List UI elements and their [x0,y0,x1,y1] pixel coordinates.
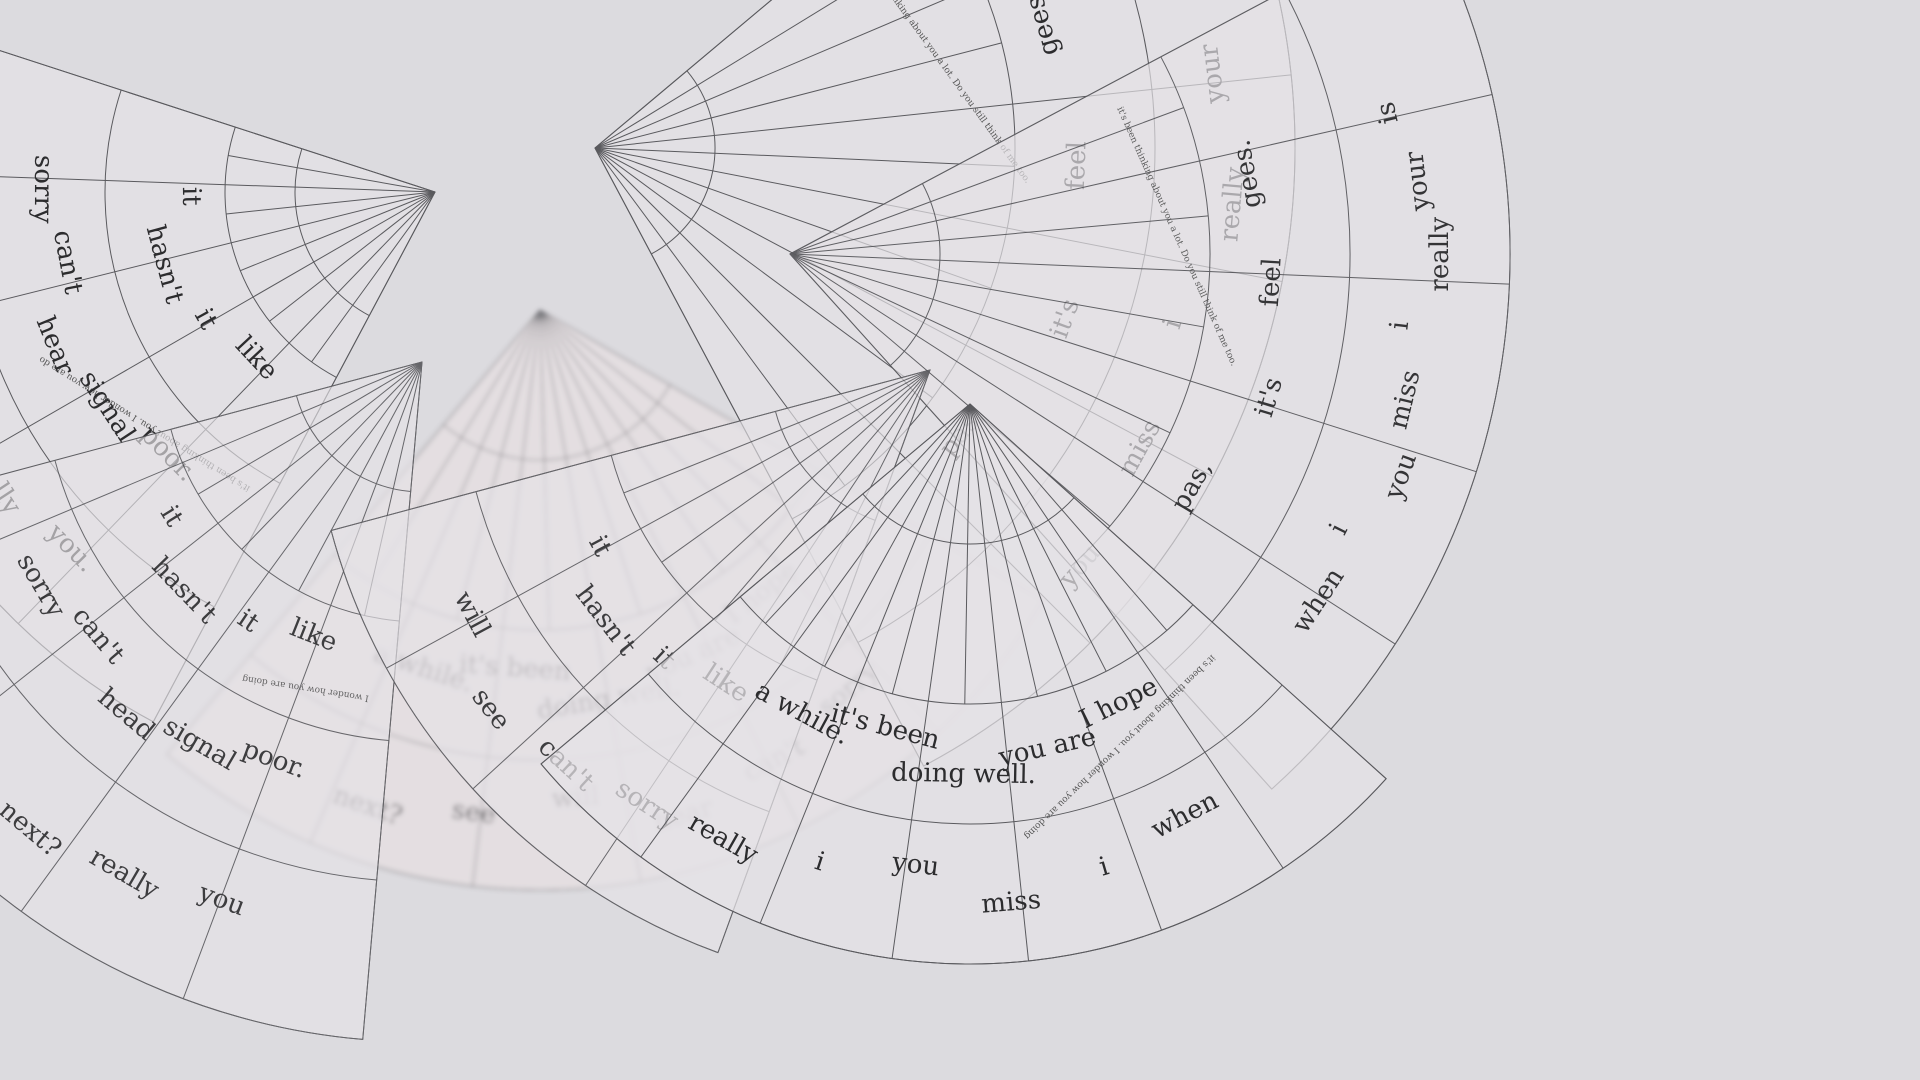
fan-ring [647,673,1283,825]
fan-spoke [765,403,971,624]
fan-spoke [969,403,1038,697]
fan-spoke [789,253,1171,434]
fan-spoke [714,369,931,621]
fan-ring [170,429,400,622]
fan-spoke [170,361,423,430]
fan-ring [540,763,1387,965]
fan-spoke [226,191,436,215]
fan-spoke [0,50,436,193]
fan-spoke [789,93,1493,255]
fan-spoke [969,403,1168,631]
fan-spoke [789,215,1209,255]
fan-spoke [0,176,436,193]
fan-ring [1164,0,1351,671]
fan-spoke [891,403,971,694]
fan-spoke [269,191,436,322]
fan-spoke [789,253,1510,285]
fan-bottom-left: I wonder how you are doinglikeithasn'tit… [0,361,423,1040]
fan-ring [0,894,363,1040]
fan-spoke [594,147,933,399]
fan-spoke [311,191,436,363]
fan-word: doing well. [891,758,1036,791]
fan-word: feel [1255,257,1288,307]
fan-word: your [1399,149,1436,213]
fan-spoke [594,0,773,149]
fan-word: miss [980,885,1042,920]
fan-spoke [640,403,971,858]
fan-spoke [661,369,931,563]
fan-spoke [789,253,1477,473]
fan-spoke [182,361,423,999]
fan-spoke [969,403,1284,869]
fan-spoke [20,361,423,912]
fan-spoke [0,191,436,301]
fan-spoke [240,191,436,272]
fan-word: really [1425,217,1455,292]
fan-ring [0,664,377,881]
fan-word: sorry [28,155,58,224]
fan-ring [295,395,411,493]
fan-spoke [594,42,1002,149]
fan-right: it's been thinking about you a lot. Do y… [789,0,1511,790]
fan-spoke [789,107,1184,255]
fan-spoke [0,361,423,540]
fan-spoke [197,361,423,495]
fan-spoke [964,403,971,704]
fan-spoke [824,403,971,667]
fan-spoke [298,361,423,592]
fan-spoke [789,0,1269,255]
fan-spoke [789,253,1396,645]
fan-spoke [594,0,838,149]
fan-spoke [241,361,423,550]
fan-spoke [362,361,423,1040]
fan-spoke [789,253,1204,328]
fan-center: it's been thinking about you. I wonder h… [540,403,1387,965]
fan-spoke [891,403,971,959]
fan-spoke [386,369,931,669]
fan-spoke [969,403,1163,931]
fan-spoke [623,369,931,494]
fan-spoke [969,403,1030,961]
fan-ring [1271,0,1511,790]
fan-spoke [0,191,436,444]
fan-spoke [759,403,971,924]
fan-spoke [330,369,931,531]
fan-word: i [1384,319,1415,331]
fan-spoke [540,403,971,765]
fan-ring [54,460,389,742]
fan-spoke [594,0,945,149]
fan-word: it [176,187,206,207]
fan-spoke [472,369,931,790]
fan-word: you [890,847,941,882]
fan-spoke [789,253,1111,527]
fan-spoke [969,403,1107,672]
fan-spoke [0,361,423,697]
fan-spoke [228,155,436,193]
fan-spoke [594,147,1015,167]
fan-spoke [969,403,1387,780]
